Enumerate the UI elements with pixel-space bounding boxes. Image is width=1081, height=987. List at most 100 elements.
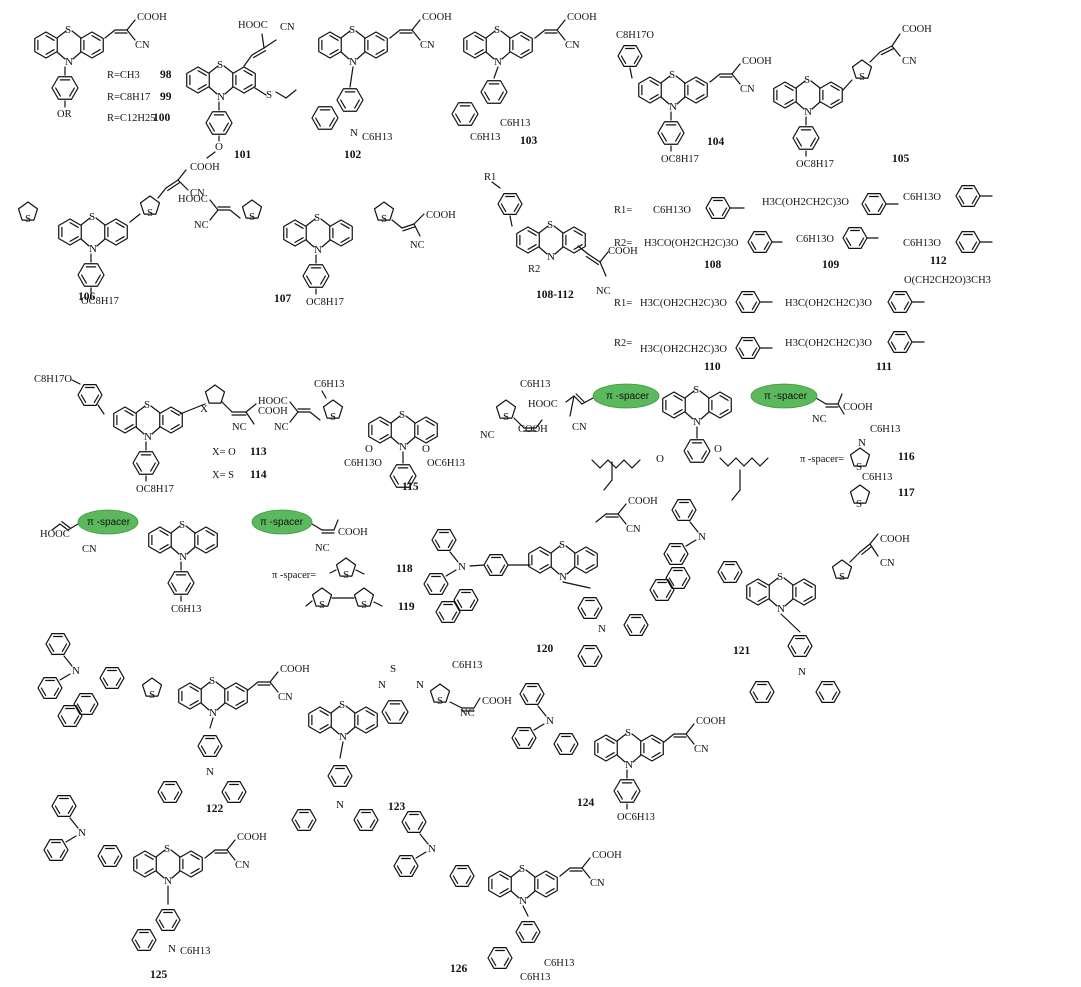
acceptor-bond	[617, 503, 627, 515]
naphthyl-ring	[76, 703, 83, 713]
naphthyl-ring	[649, 579, 675, 601]
alkoxy-oxygen: O	[656, 453, 664, 465]
bond	[581, 397, 594, 405]
tolyl-ring	[815, 681, 841, 703]
carboxylic-acid-label: COOH	[592, 850, 622, 861]
group-c6h13: C6H13	[362, 132, 392, 143]
phenothiazine-nitrogen: N	[209, 707, 217, 719]
phenothiazine-bridge	[550, 545, 561, 554]
carboxylic-acid-label: COOH	[567, 12, 597, 23]
group-oc8h17: OC8H17	[796, 159, 834, 170]
phenyl-ring	[499, 564, 506, 574]
phenyl-ring	[500, 203, 507, 213]
phenothiazine-bridge	[224, 86, 234, 95]
phenothiazine-bridge	[155, 849, 166, 858]
phenothiazine-bridge	[783, 577, 794, 586]
group-cooh: COOH	[902, 24, 932, 35]
pi-spacer-label: π -spacer	[764, 391, 808, 402]
acceptor-bond	[289, 401, 299, 413]
bond	[587, 253, 601, 263]
amine-nitrogen: N	[206, 766, 214, 778]
group-cn: CN	[190, 188, 205, 199]
ethylhexyl-chain	[719, 457, 729, 467]
thiophene-sulfur: S	[249, 211, 255, 223]
acceptor-bond	[209, 209, 219, 221]
phenothiazine-bridge	[632, 754, 642, 763]
group-c6h13: C6H13	[520, 972, 550, 983]
acceptor-bond	[209, 199, 219, 211]
phenyl-ring	[569, 743, 576, 753]
tolyl-ring	[369, 819, 376, 829]
amine-phenyl	[687, 509, 694, 519]
bond	[849, 551, 861, 563]
phenothiazine-ring	[539, 550, 549, 556]
substituent-ring	[971, 195, 978, 205]
substituent-ring	[890, 301, 897, 311]
phenothiazine-ring	[425, 420, 435, 426]
n-aryl-ring	[790, 645, 797, 655]
thiadiazole-nitrogen: N	[416, 679, 424, 691]
n-aryl-ring	[150, 462, 156, 472]
phenothiazine-ring	[205, 544, 215, 550]
n-aryl-ring	[69, 87, 75, 97]
alkoxy-oxygen: O	[422, 443, 430, 455]
group-cooh: COOH	[482, 696, 512, 707]
phenothiazine-bridge	[186, 546, 196, 555]
phenyl-ring	[77, 384, 103, 406]
phenyl-ring	[100, 855, 107, 865]
group-cn: CN	[280, 22, 295, 33]
phenothiazine-bridge	[170, 849, 181, 858]
phenothiazine-ring	[474, 49, 484, 55]
fluorene-ring	[518, 931, 525, 941]
bond	[177, 179, 189, 191]
cyano-label: NC	[194, 220, 209, 231]
amine-phenyl	[666, 553, 673, 563]
phenothiazine-bridge	[223, 65, 234, 74]
n-aryl-ring	[792, 126, 820, 150]
n-aryl-ring	[223, 122, 229, 132]
thiophene-sulfur: S	[859, 71, 865, 83]
group-cn: CN	[902, 56, 917, 67]
group-r2_eq: R2=	[614, 238, 632, 249]
methoxy-oxygen: O	[215, 141, 223, 153]
phenothiazine-ring	[573, 244, 583, 250]
group-nc: NC	[410, 240, 425, 251]
phenothiazine-bridge	[170, 525, 181, 534]
phenothiazine-sulfur: S	[314, 212, 320, 224]
group-c6h13: C6H13	[520, 379, 550, 390]
acceptor-bond	[731, 73, 741, 85]
phenothiazine-ring	[319, 724, 329, 730]
phenyl-ring	[720, 571, 727, 581]
bond	[261, 33, 265, 49]
n-aryl-ring	[81, 274, 87, 284]
phenyl-ring	[633, 55, 640, 65]
tolyl-ring	[749, 681, 775, 703]
compound-number-c116: 116	[898, 451, 915, 463]
bond	[599, 261, 607, 277]
bond	[629, 67, 633, 79]
compound-number-c109: 109	[822, 259, 840, 271]
phenothiazine-ring	[45, 49, 55, 55]
compound-number-c103: 103	[520, 135, 538, 147]
carbazole-ring	[134, 939, 141, 949]
amine-phenyl	[522, 693, 529, 703]
phenothiazine-bridge	[216, 702, 226, 711]
phenothiazine-sulfur: S	[65, 24, 71, 36]
phenyl-ring	[553, 733, 579, 755]
bond	[373, 601, 383, 607]
phenothiazine-sulfur: S	[494, 24, 500, 36]
carboxylic-acid-label: COOH	[422, 12, 452, 23]
group-h3c_peg: H3C(OH2CH2C)3O	[762, 197, 849, 208]
bond	[206, 151, 216, 159]
n-aryl-ring	[167, 571, 195, 595]
phenyl-ring	[486, 564, 493, 574]
phenothiazine-ring	[340, 223, 350, 229]
amine-phenyl	[404, 821, 411, 831]
amine-nitrogen: N	[336, 799, 344, 811]
amine-phenyl	[393, 855, 419, 877]
phenothiazine-sulfur: S	[179, 519, 185, 531]
phenothiazine-bridge	[208, 65, 219, 74]
substituent-ring	[887, 331, 913, 353]
group-c6h13o: C6H13O	[653, 205, 691, 216]
